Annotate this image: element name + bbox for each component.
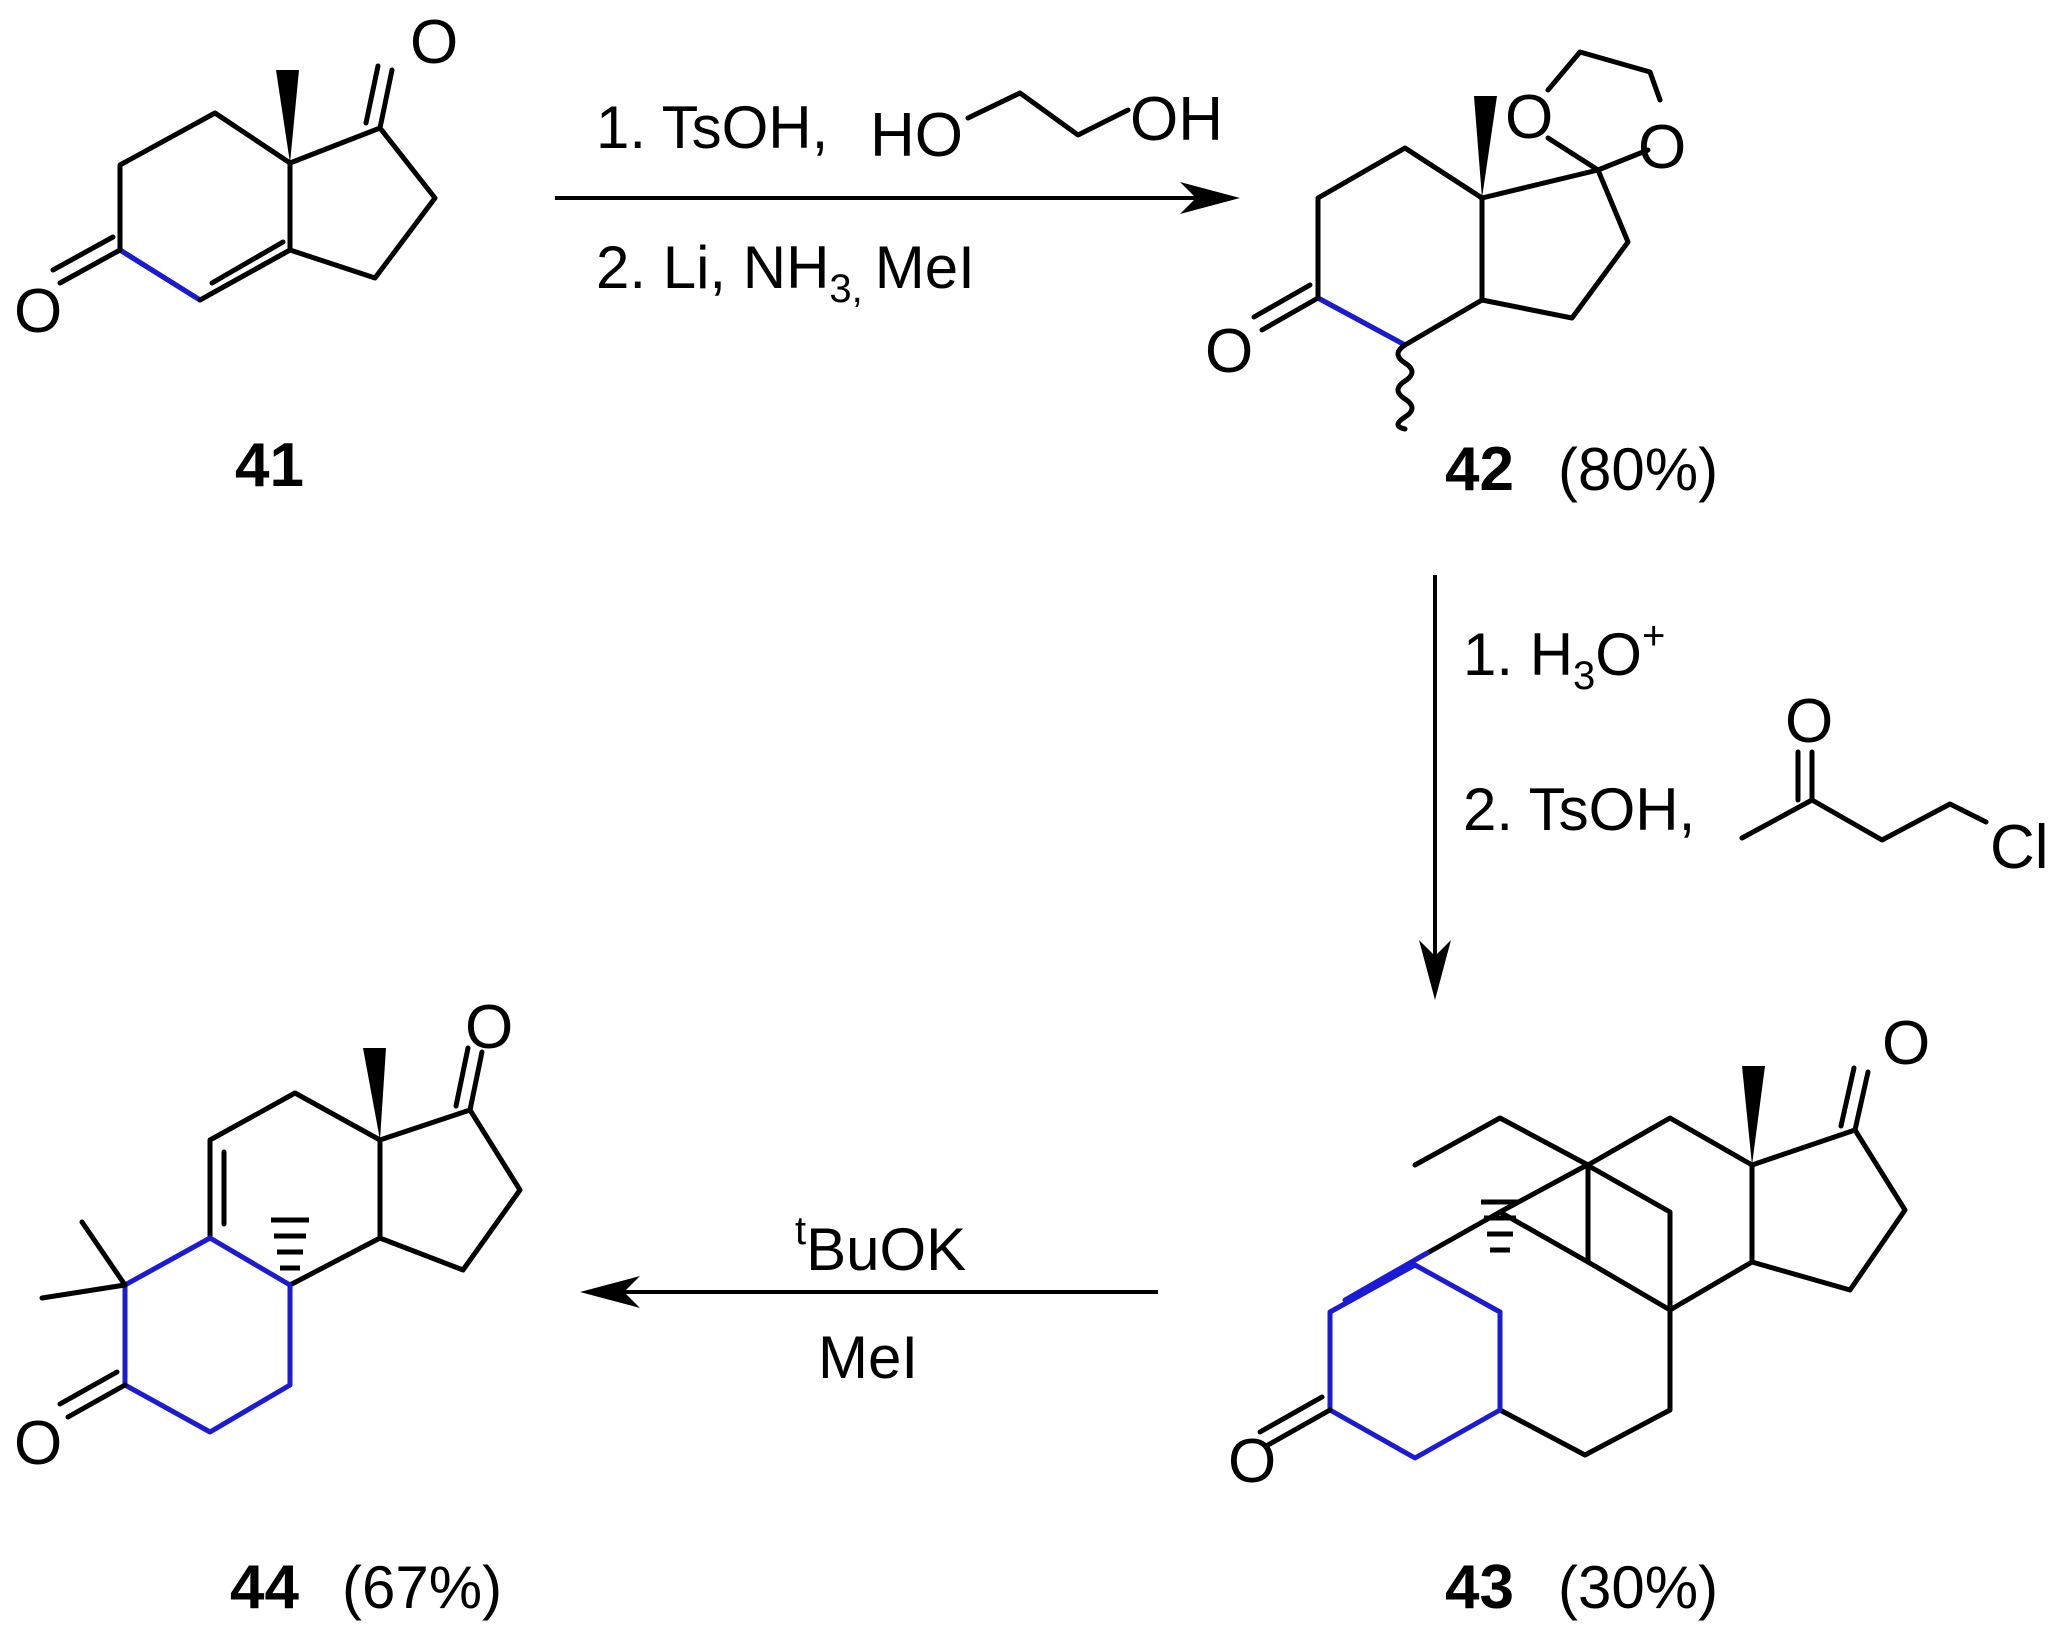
svg-text:2. TsOH,: 2. TsOH,: [1463, 776, 1695, 843]
compound-label: 42: [1445, 435, 1514, 504]
step2-reagents: 1. H3O+ 2. TsOH, O Cl: [1463, 614, 2049, 882]
atom-oxygen: O: [14, 277, 62, 346]
svg-text:2. Li, NH3,MeI: 2. Li, NH3, MeI: [596, 234, 975, 311]
methyl-wedge: [276, 70, 299, 163]
compound-label: 41: [235, 431, 304, 500]
subscript: 3: [1573, 654, 1595, 698]
reagent-text: BuOK: [806, 1216, 966, 1283]
reagent-text: 1. TsOH,: [596, 94, 828, 161]
hashed-methyl-bond: [1481, 1199, 1519, 1253]
methyl-wedge: [1742, 1066, 1765, 1165]
atom-oxygen: O: [410, 8, 458, 77]
atom-ho: HO: [870, 101, 963, 170]
ethylene-glycol-chain: [965, 90, 1131, 138]
compound-label: 43: [1445, 1553, 1514, 1622]
atom-oh: OH: [1130, 85, 1223, 154]
svg-text:1. TsOH,: 1. TsOH,: [596, 94, 828, 161]
reagent-text: MeI: [818, 1324, 918, 1391]
reagent-text: 2. Li, NH: [596, 234, 829, 301]
step3-reagents: tBuOK MeI: [795, 1209, 966, 1391]
svg-text:1. H3O+: 1. H3O+: [1463, 614, 1665, 698]
methyl-wedge: [1474, 96, 1497, 198]
atom-oxygen: O: [1505, 83, 1553, 152]
atom-oxygen: O: [1882, 1009, 1930, 1078]
compound-44-structure: O O: [14, 993, 523, 1478]
compound-41-structure: O O: [14, 8, 458, 346]
reaction-arrow-3: [580, 1276, 1158, 1308]
subscript: 3,: [829, 267, 862, 311]
yield-text: (67%): [342, 1554, 502, 1621]
atom-oxygen: O: [14, 1409, 62, 1478]
superscript: +: [1642, 614, 1665, 658]
superscript: t: [795, 1209, 806, 1253]
compound-42-structure: O O O: [1205, 49, 1686, 432]
wavy-methyl-bond: [1395, 342, 1415, 432]
atom-oxygen: O: [1228, 1427, 1276, 1496]
yield-text: (30%): [1558, 1554, 1718, 1621]
compound-label: 44: [230, 1553, 299, 1622]
yield-text: (80%): [1558, 436, 1718, 503]
atom-oxygen: O: [1785, 687, 1833, 756]
reagent-text: O: [1595, 621, 1642, 688]
step1-reagents: 1. TsOH, HO OH 2. Li, NH3, MeI: [596, 85, 1223, 311]
hashed-methyl-bond: [271, 1217, 309, 1271]
reagent-text: 1. H: [1463, 621, 1573, 688]
reaction-arrow-2: [1419, 575, 1451, 1000]
reaction-arrow-1: [555, 182, 1240, 214]
reagent-text: MeI: [875, 234, 975, 301]
methyl-wedge: [363, 1048, 386, 1140]
atom-oxygen: O: [465, 993, 513, 1062]
reagent-text: 2. TsOH,: [1463, 776, 1695, 843]
atom-chlorine: Cl: [1990, 813, 2049, 882]
compound-43-structure: O O: [1228, 1009, 1930, 1496]
svg-text:tBuOK: tBuOK: [795, 1209, 966, 1283]
atom-oxygen: O: [1205, 317, 1253, 386]
chloroketone-chain: [1739, 797, 1989, 843]
atom-oxygen: O: [1638, 113, 1686, 182]
